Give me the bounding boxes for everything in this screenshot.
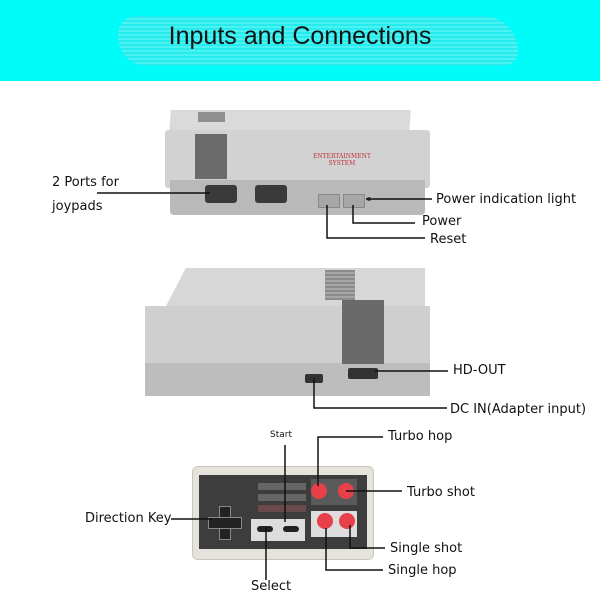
reset-button	[318, 194, 340, 208]
brush-stroke	[118, 16, 518, 66]
label-single-shot: Single shot	[390, 541, 463, 556]
label-hd-out: HD-OUT	[453, 363, 506, 378]
logo-text: SYSTEM	[328, 160, 356, 167]
single-shot-button	[339, 513, 355, 529]
controller-image	[192, 466, 374, 560]
label-joypads: joypads	[52, 199, 103, 214]
page-title: Inputs and Connections	[168, 22, 432, 50]
hd-out-port	[348, 368, 378, 379]
start-button	[283, 526, 299, 532]
label-turbo-shot: Turbo shot	[407, 485, 475, 500]
label-single-hop: Single hop	[388, 563, 457, 578]
label-reset: Reset	[430, 232, 467, 247]
title-banner: Inputs and Connections	[0, 0, 600, 81]
console-back-image	[145, 268, 430, 396]
label-turbo-hop: Turbo hop	[388, 429, 453, 444]
joypad-port-1	[205, 185, 237, 203]
label-dc-in: DC IN(Adapter input)	[450, 402, 587, 417]
turbo-hop-button	[311, 483, 327, 499]
label-direction-key: Direction Key	[85, 511, 172, 526]
label-start: Start	[270, 430, 292, 440]
label-ports: 2 Ports for	[52, 175, 119, 190]
single-hop-button	[317, 513, 333, 529]
label-power: Power	[422, 214, 462, 229]
console-front-image: ENTERTAINMENT SYSTEM	[165, 110, 430, 215]
select-button	[257, 526, 273, 532]
logo-text: ENTERTAINMENT	[313, 153, 371, 160]
joypad-port-2	[255, 185, 287, 203]
label-select: Select	[251, 579, 292, 594]
power-button	[343, 194, 365, 208]
label-power-light: Power indication light	[436, 192, 577, 207]
